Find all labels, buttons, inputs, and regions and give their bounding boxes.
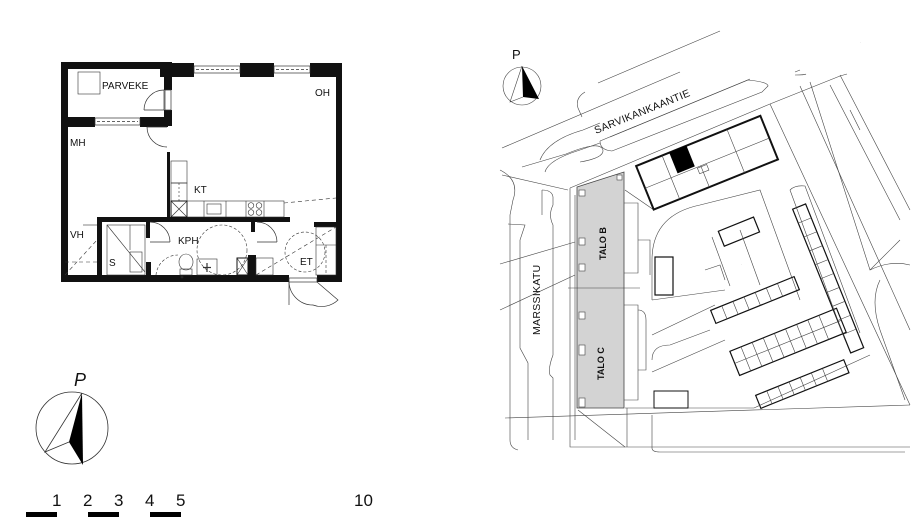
scale-bar: 1 2 3 4 5 10: [26, 491, 373, 517]
compass-north-site-plan: P: [502, 47, 542, 106]
scale-tick-3: 3: [114, 491, 123, 510]
kitchen-fixtures: [170, 160, 337, 218]
room-label-bedroom: MH: [70, 138, 86, 149]
compass-needle-icon: [69, 393, 83, 465]
street-label-marssikatu: MARSSIKATU: [531, 265, 543, 335]
building-talo-b-c: [568, 171, 651, 409]
parking-rows: [709, 185, 865, 410]
site-compass-label: P: [512, 47, 521, 62]
scale-tick-4: 4: [145, 491, 154, 510]
room-label-balcony: PARVEKE: [102, 81, 149, 92]
scale-tick-1: 1: [52, 491, 61, 510]
compass-label: P: [74, 370, 86, 390]
svg-text:·: ·: [860, 40, 861, 44]
room-labels: PARVEKE OH MH KT VH KPH S ET: [70, 81, 330, 269]
room-label-sauna: S: [109, 258, 116, 269]
room-label-entrance-hall: ET: [300, 257, 313, 268]
room-label-kitchen: KT: [194, 185, 207, 196]
room-label-wardrobe: VH: [70, 230, 84, 241]
svg-text:·: ·: [741, 262, 742, 266]
selected-apartment-highlight: [669, 145, 695, 174]
windows: [94, 65, 311, 126]
scale-tick-5: 5: [176, 491, 185, 510]
room-label-living-room: OH: [315, 88, 330, 99]
scale-tick-10: 10: [354, 491, 373, 510]
road-marssikatu: [499, 169, 911, 451]
room-label-bathroom: KPH: [178, 236, 199, 247]
outer-walls: [61, 62, 342, 282]
street-label-sarvikankaantie: SARVIKANKAANTIE: [593, 87, 692, 136]
door-swings: [143, 89, 339, 307]
site-plan: P SARVIKANKAANTIE: [499, 30, 911, 453]
compass-north-floor-plan: P: [35, 370, 109, 465]
building-label-talo-b: TALO B: [598, 227, 608, 260]
apartment-floor-plan: PARVEKE OH MH KT VH KPH S ET: [61, 62, 342, 307]
building-label-talo-c: TALO C: [596, 347, 606, 380]
bathroom-fixtures: [64, 71, 337, 279]
building-main: [634, 114, 780, 211]
scale-tick-2: 2: [83, 491, 92, 510]
site-compass-needle-icon: [522, 66, 539, 99]
compass-circle-icon: [35, 391, 109, 465]
